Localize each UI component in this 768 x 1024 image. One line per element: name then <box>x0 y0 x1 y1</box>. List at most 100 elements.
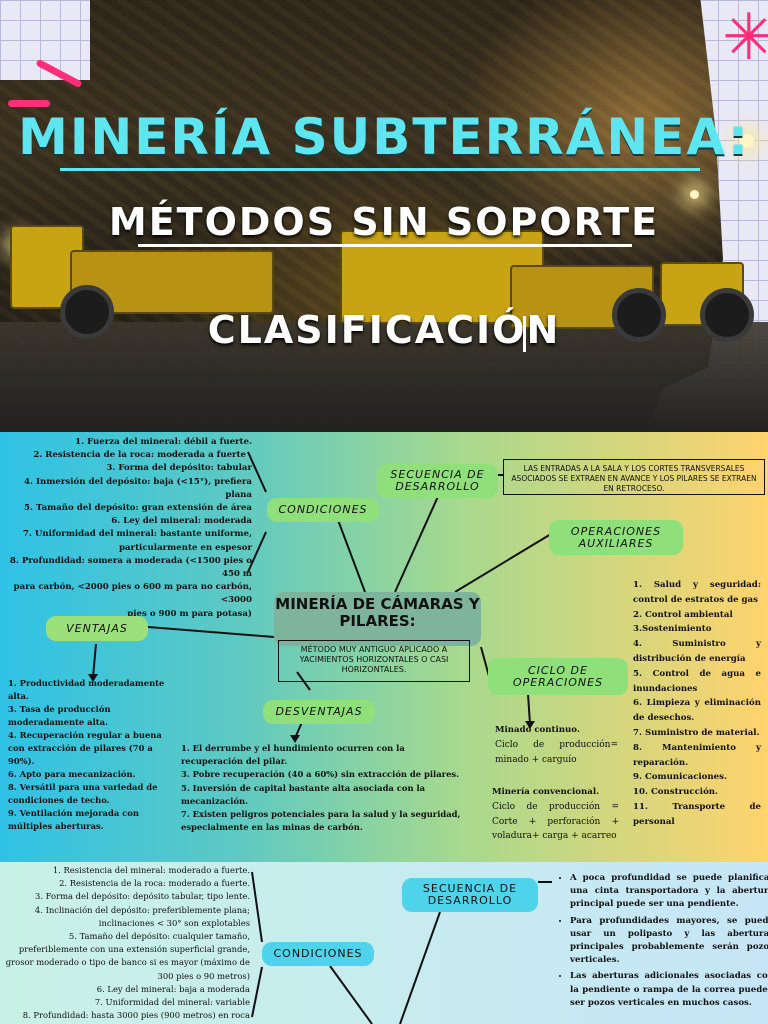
arrow-head <box>290 735 300 743</box>
second-method-section: 1. Resistencia del mineral: moderado a f… <box>0 862 768 1024</box>
connector-line <box>527 693 531 725</box>
tunnel-light <box>690 190 699 199</box>
list-item: 6. Limpieza y eliminación de desechos. <box>633 698 761 724</box>
list-item: 5. Control de agua e inundaciones <box>633 668 761 694</box>
connector-line <box>247 451 267 493</box>
list-item: preferiblemente con una extensión superf… <box>18 944 250 955</box>
list-item: pies o 900 m para potasa) <box>127 608 252 619</box>
list-item: A poca profundidad se puede planificar u… <box>570 872 768 912</box>
list-item: 6. Ley del mineral: baja a moderada <box>96 983 250 994</box>
list-item: grosor moderado o tipo de banco si es ma… <box>5 957 250 968</box>
list-item: 3. Pobre recuperación (40 a 60%) sin ext… <box>181 769 460 780</box>
tunnel-light <box>740 134 754 148</box>
connector-line <box>329 965 373 1024</box>
list-item: Para profundidades mayores, se puede usa… <box>570 915 768 968</box>
list-item: 5. Inversión de capital bastante alta as… <box>181 782 426 806</box>
connector-line <box>334 511 366 593</box>
page-title: MINERÍA SUBTERRÁNEA: <box>18 108 750 166</box>
ventajas-list: 1. Productividad moderadamente alta. 3. … <box>8 677 168 833</box>
ventajas-node: VENTAJAS <box>46 616 148 641</box>
list-item: 2. Resistencia de la roca: moderada a fu… <box>33 450 252 461</box>
title-underline <box>60 168 700 171</box>
minado-continuo-title: Minado continuo. <box>495 725 580 735</box>
list-item: 1. Resistencia del mineral: moderado a f… <box>52 865 250 875</box>
condiciones-node-2: CONDICIONES <box>262 942 374 966</box>
list-item: 6. Ley del mineral: moderada <box>111 516 252 527</box>
decorative-stroke <box>8 100 50 107</box>
operaciones-list: 1. Salud y seguridad: control de estrato… <box>633 578 761 830</box>
connector-line <box>247 531 267 573</box>
list-item: 7. Suministro de material. <box>633 727 760 738</box>
grid-pattern-left <box>0 0 90 80</box>
list-item: 1. Salud y seguridad: control de estrato… <box>633 580 761 605</box>
connector-lines <box>251 871 552 1024</box>
truck-wheel <box>612 288 666 342</box>
list-item: 3. Forma del depósito: depósito tabular,… <box>35 891 250 902</box>
connector-line <box>147 626 275 638</box>
truck-wheel <box>700 288 754 342</box>
minado-continuo-text: Ciclo de producción= minado + carguío <box>495 740 618 765</box>
list-item: 3.Sostenimiento <box>633 624 712 635</box>
list-item: 8. Profundidad: somera a moderada (<1500… <box>9 555 252 580</box>
list-item: 4. Recuperación regular a buena con extr… <box>8 730 162 766</box>
list-item: 8. Profundidad: hasta 3000 pies (900 met… <box>22 1010 250 1021</box>
list-item: 1. Fuerza del mineral: débil a fuerte. <box>75 437 252 447</box>
list-item: 10. Construcción. <box>633 787 719 798</box>
room-and-pillar-section: 1. Fuerza del mineral: débil a fuerte. 2… <box>0 432 768 862</box>
mineria-convencional-title: Minería convencional. <box>492 787 600 797</box>
list-item: 1. Productividad moderadamente alta. <box>8 678 165 701</box>
central-topic-node: MINERÍA DE CÁMARAS Y PILARES: <box>274 592 481 646</box>
list-item: 5. Tamaño del depósito: cualquier tamaño… <box>68 931 250 942</box>
condiciones-list: 1. Fuerza del mineral: débil a fuerte. 2… <box>0 436 252 621</box>
connector-lines <box>88 451 552 743</box>
mineria-convencional-text: Ciclo de producción = Corte + perforació… <box>492 802 619 841</box>
secuencia-list-2: A poca profundidad se puede planificar u… <box>558 872 768 1013</box>
secuencia-description: LAS ENTRADAS A LA SALA Y LOS CORTES TRAN… <box>503 459 765 495</box>
list-item: 4. Inclinación del depósito: preferiblem… <box>34 904 250 915</box>
connector-line <box>92 643 97 678</box>
list-item: 4. Inmersión del depósito: baja (<15°), … <box>24 476 252 500</box>
list-item: 3. Forma del depósito: tabular <box>106 463 252 474</box>
list-item: Las aberturas adicionales asociadas con … <box>570 970 768 1010</box>
list-item: particularmente en espesor <box>118 542 252 553</box>
desventajas-node: DESVENTAJAS <box>263 700 375 724</box>
list-item: 7. Existen peligros potenciales para la … <box>181 809 461 833</box>
secuencia-node-2: SECUENCIA DE DESARROLLO <box>402 878 538 912</box>
list-item: 4. Suministro y distribución de energía <box>633 639 761 664</box>
desventajas-list: 1. El derrumbe y el hundimiento ocurren … <box>181 742 468 834</box>
connector-line <box>454 533 552 593</box>
ciclo-operaciones-node: CICLO DE OPERACIONES <box>488 658 628 695</box>
connector-line <box>251 871 263 943</box>
truck-wheel <box>60 285 114 339</box>
list-item: 3. Tasa de producción moderadamente alta… <box>8 704 111 727</box>
list-item: 300 pies o 90 metros) <box>157 970 250 981</box>
list-item: 8. Versátil para una variedad de condici… <box>8 782 158 805</box>
list-item: 5. Tamaño del depósito: gran extensión d… <box>24 503 252 514</box>
operaciones-auxiliares-node: OPERACIONES AUXILIARES <box>549 520 683 555</box>
list-item: 9. Comunicaciones. <box>633 772 727 783</box>
connector-line <box>399 911 441 1024</box>
arrow-head <box>525 721 535 729</box>
page-subtitle: MÉTODOS SIN SOPORTE <box>108 200 660 244</box>
list-item: 7. Uniformidad del mineral: variable <box>94 997 250 1008</box>
page-tagline: CLASIFICACIÓN <box>207 308 561 352</box>
connector-line <box>394 491 441 593</box>
list-item: 2. Resistencia de la roca: moderado a fu… <box>59 878 250 889</box>
condiciones-node: CONDICIONES <box>267 498 379 522</box>
central-topic-description: MÉTODO MUY ANTIGUO APLICADO A YACIMIENTO… <box>278 640 470 682</box>
connector-line <box>251 966 263 1018</box>
secuencia-node: SECUENCIA DE DESARROLLO <box>377 464 498 498</box>
subtitle-underline <box>138 244 632 247</box>
decorative-star-icon: ✳ <box>722 1 768 75</box>
list-item: 6. Apto para mecanización. <box>8 769 136 779</box>
list-item: 11. Transporte de personal <box>633 801 761 827</box>
list-item: 7. Uniformidad del mineral: bastante uni… <box>22 529 252 540</box>
hero-banner: ✳ MINERÍA SUBTERRÁNEA: MÉTODOS SIN SOPOR… <box>0 0 768 432</box>
list-item: 8. Mantenimiento y reparación. <box>633 742 761 768</box>
list-item: 1. El derrumbe y el hundimiento ocurren … <box>181 743 405 767</box>
tagline-marker <box>523 316 526 352</box>
list-item: 2. Control ambiental <box>633 609 733 620</box>
list-item: inclinaciones < 30° son explotables <box>98 917 250 928</box>
list-item: para carbón, <2000 pies o 600 m para no … <box>13 582 252 606</box>
